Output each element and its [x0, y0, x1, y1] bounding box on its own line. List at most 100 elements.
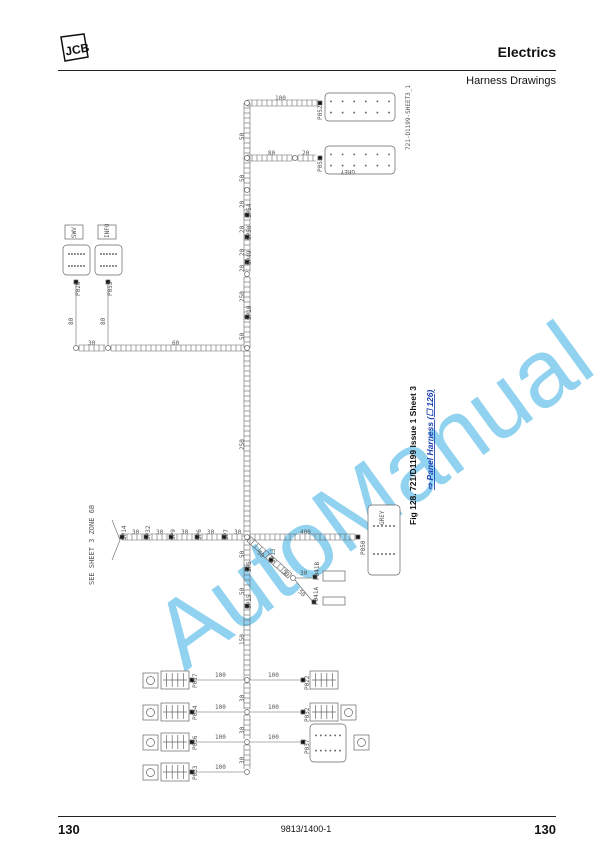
length-label: 100	[268, 734, 279, 741]
connector-label: P022	[304, 675, 311, 690]
connector-p017	[160, 670, 190, 690]
splice-point	[300, 677, 306, 683]
junction-node	[244, 769, 250, 775]
length-label: 50	[239, 587, 246, 595]
connector-p036	[160, 732, 190, 752]
splice-point	[300, 709, 306, 715]
length-label: 150	[239, 634, 246, 645]
splice-point	[168, 534, 174, 540]
length-label: 100	[215, 704, 226, 711]
page-number-left: 130	[58, 822, 80, 837]
length-label: 100	[215, 764, 226, 771]
connector-colour: GREY	[379, 510, 386, 525]
wire	[294, 579, 314, 603]
length-label: 400	[300, 529, 311, 536]
length-label: 30	[132, 529, 140, 536]
harness-segment	[243, 714, 251, 739]
connector-p041b	[322, 570, 346, 582]
splice-label: SP15	[246, 594, 253, 609]
connector-label: P033	[192, 765, 199, 780]
connector-label: P032	[304, 707, 311, 722]
length-label: 250	[239, 291, 246, 302]
splice-point	[244, 566, 250, 572]
splice-point	[189, 769, 195, 775]
length-label: 30	[239, 726, 246, 734]
splice-label: SP5	[246, 561, 253, 572]
length-label: 80	[100, 317, 107, 325]
component-icon	[340, 704, 357, 721]
component-icon	[353, 734, 370, 751]
splice-point	[355, 534, 361, 540]
junction-node	[244, 187, 250, 193]
junction-node	[244, 100, 250, 106]
jcb-logo: JCB	[60, 33, 90, 62]
splice-point	[317, 155, 323, 161]
harness-segment	[297, 154, 316, 162]
component-icon	[142, 764, 159, 781]
length-label: 50	[239, 132, 246, 140]
splice-label: SP10	[246, 305, 253, 320]
splice-point	[300, 739, 306, 745]
wire	[111, 519, 121, 541]
length-label: 50	[239, 550, 246, 558]
drawing-ref: 721-D1199-SHEET3_1	[405, 85, 412, 150]
connector-tag: SWV	[71, 227, 78, 238]
harness-segment	[246, 536, 293, 579]
connector-p053	[94, 244, 123, 276]
connector-p051	[324, 145, 396, 175]
length-label: 30	[207, 529, 215, 536]
connector-tag: INFO	[104, 223, 111, 238]
panel-harness-link[interactable]: ⇨ Panel Harness (☐ 126)	[425, 390, 435, 490]
length-label: 20	[239, 248, 246, 256]
length-label: 30	[234, 529, 242, 536]
length-label: 50	[256, 549, 266, 559]
length-label: 20	[239, 264, 246, 272]
connector-p032	[309, 702, 339, 722]
harness-segment	[249, 533, 356, 541]
component-icon	[142, 704, 159, 721]
junction-node	[244, 739, 250, 745]
junction-node	[244, 345, 250, 351]
splice-label: SP54	[246, 203, 253, 218]
splice-point	[119, 534, 125, 540]
harness-segment	[243, 682, 251, 709]
splice-label: SP13	[270, 548, 277, 563]
splice-label: SP32	[145, 525, 152, 540]
connector-p050	[367, 504, 401, 576]
length-label: 50	[281, 568, 291, 578]
length-label: 20	[239, 225, 246, 233]
length-label: 100	[268, 672, 279, 679]
watermark: AutoManual	[134, 302, 611, 690]
length-label: 20	[302, 150, 310, 157]
length-label: 60	[172, 340, 180, 347]
length-label: 30	[88, 340, 96, 347]
junction-node	[105, 345, 111, 351]
harness-segment	[243, 157, 251, 190]
harness-segment	[121, 533, 244, 541]
length-label: 80	[268, 150, 276, 157]
splice-point	[244, 212, 250, 218]
length-label: 30	[300, 570, 308, 577]
harness-segment	[243, 102, 251, 159]
component-icon	[142, 672, 159, 689]
footer-divider	[58, 816, 556, 817]
splice-point	[317, 100, 323, 106]
harness-segment	[246, 154, 293, 162]
junction-node	[244, 155, 250, 161]
length-label: 250	[239, 439, 246, 450]
connector-p037	[309, 723, 347, 763]
splice-point	[244, 314, 250, 320]
splice-point	[194, 534, 200, 540]
length-label: 30	[181, 529, 189, 536]
splice-point	[73, 279, 79, 285]
splice-point	[268, 557, 274, 563]
harness-segment	[246, 99, 318, 107]
splice-label: SP50	[246, 225, 253, 240]
splice-label: SP49	[246, 250, 253, 265]
length-label: 100	[215, 672, 226, 679]
splice-point	[244, 234, 250, 240]
junction-node	[244, 709, 250, 715]
see-sheet-note: SEE SHEET 3 ZONE 6B	[88, 505, 96, 585]
harness-segment	[243, 744, 251, 769]
